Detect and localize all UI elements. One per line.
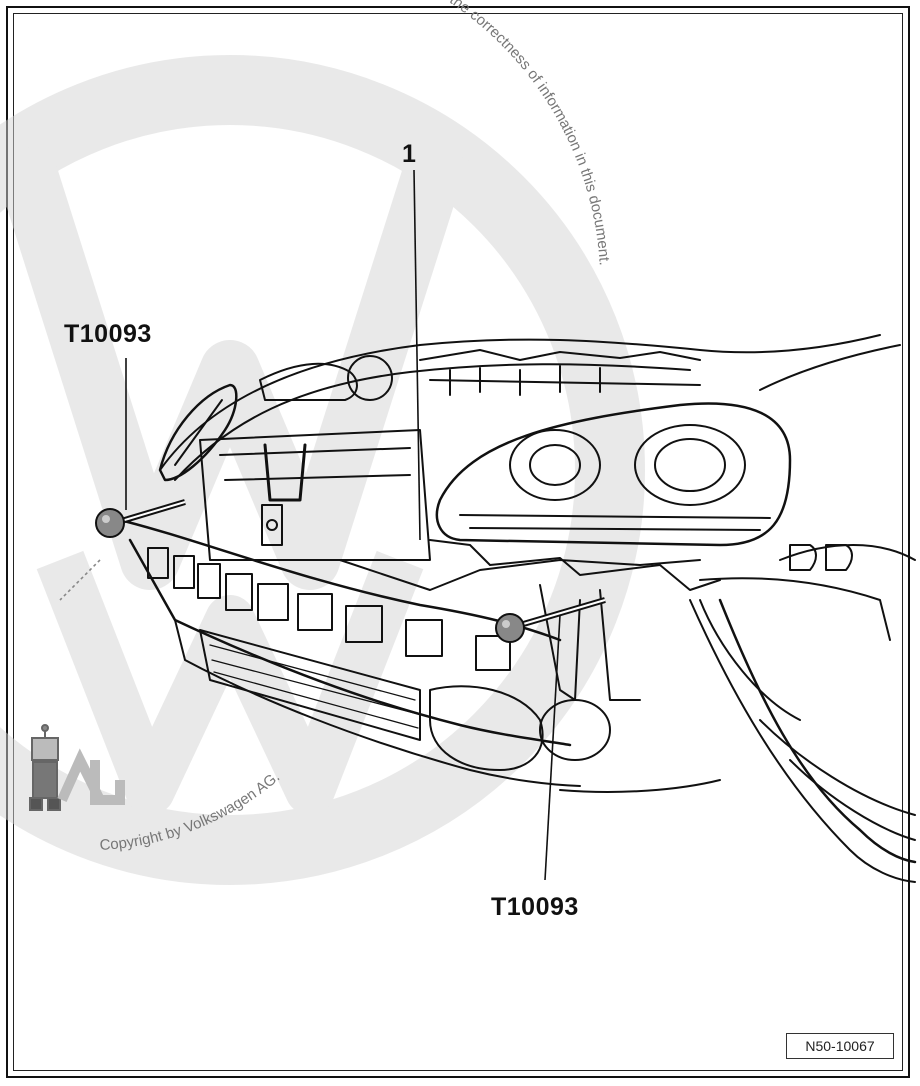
leader-line-tool-bottom — [544, 614, 561, 881]
leader-lines — [59, 169, 561, 881]
figure-id-label: N50-10067 — [786, 1033, 894, 1059]
tool-t10093-left — [95, 499, 186, 538]
vw-watermark-logo — [0, 55, 645, 885]
figure-inner-border — [13, 13, 903, 1071]
leader-line-part-1 — [413, 169, 421, 541]
callout-part-1: 1 — [402, 140, 417, 168]
callout-tool-bottom: T10093 — [491, 893, 579, 921]
mascot-watermark-icon — [29, 724, 125, 811]
tool-t10093-bottom — [495, 597, 606, 643]
car-front-illustration — [118, 334, 917, 883]
callout-tool-left: T10093 — [64, 320, 152, 348]
